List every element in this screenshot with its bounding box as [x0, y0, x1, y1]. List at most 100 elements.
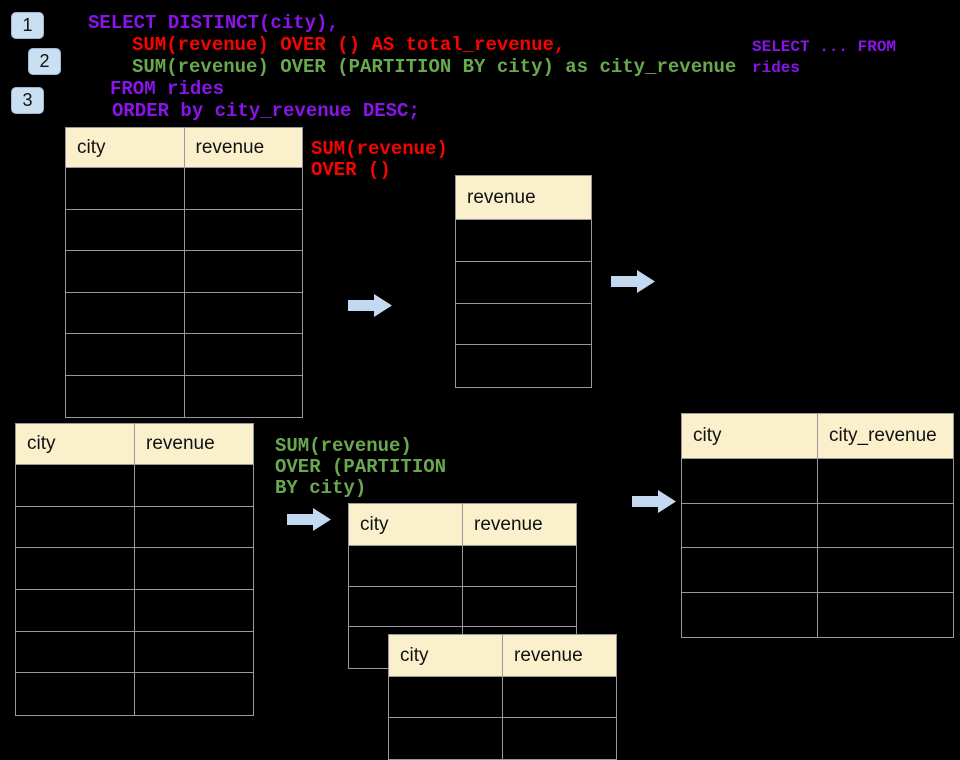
from-rides-note: SELECT ... FROM rides — [752, 37, 896, 79]
table-cell-empty — [818, 504, 953, 548]
table-cell-empty — [135, 673, 253, 715]
sql-line-order-by: ORDER by city_revenue DESC; — [112, 100, 420, 122]
column-header: city_revenue — [829, 425, 937, 446]
table-row — [16, 631, 253, 674]
sql-line-partition: SUM(revenue) OVER (PARTITION BY city) as… — [132, 56, 737, 78]
column-header: revenue — [195, 136, 265, 158]
column-header: city — [16, 424, 135, 464]
column-header: revenue — [514, 644, 583, 666]
table-result: city city_revenue — [681, 413, 954, 638]
table-cell-empty — [818, 593, 953, 638]
table-header-row: city city_revenue — [682, 414, 953, 459]
table-row — [16, 673, 253, 716]
table-header-row: city revenue — [349, 504, 576, 546]
table-row — [682, 548, 953, 593]
table-cell-empty — [185, 376, 303, 418]
column-header: revenue — [467, 186, 536, 208]
table-row — [16, 548, 253, 591]
table-cell-empty — [389, 677, 503, 718]
table-cell-empty — [135, 548, 253, 591]
arrow-right-icon — [287, 508, 331, 531]
table-cell-empty — [456, 220, 591, 262]
table-row — [349, 546, 576, 587]
table-cell-empty — [184, 293, 302, 334]
step-badge-1: 1 — [11, 12, 44, 39]
table-row — [682, 592, 953, 638]
table-cell-empty — [456, 262, 591, 304]
table-row — [66, 251, 302, 293]
table-cell-empty — [682, 459, 818, 504]
table-cell-empty — [349, 586, 463, 628]
table-cell-empty — [16, 465, 135, 507]
table-cell-empty — [16, 631, 135, 674]
table-cell-empty — [66, 334, 185, 376]
column-header: city — [389, 635, 503, 676]
table-cell-empty — [682, 548, 818, 593]
table-row — [66, 375, 303, 418]
table-cell-empty — [456, 304, 591, 346]
table-cell-empty — [682, 592, 818, 637]
sql-line-from: FROM rides — [110, 78, 225, 100]
table-cell-empty — [135, 465, 253, 507]
table-cell-empty — [463, 546, 576, 587]
table-row — [16, 590, 253, 632]
table-row — [16, 506, 253, 549]
table-cell-empty — [503, 718, 616, 759]
sql-line-total-sum: SUM(revenue) OVER () AS total_revenue, — [132, 34, 566, 56]
table-row — [456, 304, 591, 346]
table-cell-empty — [135, 590, 253, 632]
table-cell-empty — [818, 459, 953, 504]
table-cell-empty — [682, 503, 818, 548]
column-header: city — [682, 414, 818, 458]
table-row — [456, 262, 591, 304]
total-note-line-1: SUM(revenue) — [311, 138, 448, 160]
table-cell-empty — [16, 506, 135, 549]
partition-note-line-2: OVER (PARTITION — [275, 456, 447, 478]
sql-line-select: SELECT DISTINCT(city), — [88, 12, 339, 34]
table-cell-empty — [16, 548, 135, 591]
table-cell-empty — [389, 718, 503, 759]
table-row — [66, 334, 302, 376]
table-row — [682, 503, 953, 548]
table-cell-empty — [184, 334, 302, 376]
step-badge-3: 3 — [11, 87, 44, 114]
table-cell-empty — [135, 507, 253, 549]
arrow-right-icon — [632, 490, 676, 513]
step-badge-2: 2 — [28, 48, 61, 75]
table-cell-empty — [349, 546, 463, 587]
table-header-row: city revenue — [16, 424, 253, 465]
table-cell-empty — [66, 375, 185, 417]
column-header: revenue — [146, 433, 215, 454]
table-cell-empty — [463, 587, 576, 628]
partition-note-line-3: BY city) — [275, 477, 367, 499]
arrow-right-icon — [348, 294, 392, 317]
table-cell-empty — [184, 168, 302, 210]
table-partition-back: city revenue — [388, 634, 617, 760]
table-cell-empty — [135, 632, 253, 674]
table-cell-empty — [818, 548, 953, 593]
table-cell-empty — [456, 345, 591, 387]
table-revenue-only: revenue — [455, 175, 592, 389]
table-source-bottom: city revenue — [15, 423, 254, 717]
table-cell-empty — [16, 673, 135, 716]
table-cell-empty — [184, 210, 302, 251]
partition-note-line-1: SUM(revenue) — [275, 435, 412, 457]
city-revenue-note: SUM(revenue) OVER (PARTITION BY city) — [275, 436, 446, 499]
table-cell-empty — [66, 168, 185, 210]
table-cell-empty — [16, 590, 135, 632]
from-note-line-1: SELECT ... FROM — [752, 38, 897, 56]
table-cell-empty — [503, 677, 616, 718]
table-row — [682, 459, 953, 504]
table-row — [456, 345, 591, 387]
column-header: city — [349, 504, 463, 545]
table-row — [389, 677, 616, 718]
from-note-line-2: rides — [752, 59, 801, 77]
table-row — [16, 465, 253, 507]
table-cell-empty — [66, 251, 185, 293]
table-cell-empty — [184, 251, 302, 293]
table-row — [66, 292, 302, 334]
column-header: revenue — [474, 513, 543, 535]
table-header-row: revenue — [456, 176, 591, 220]
